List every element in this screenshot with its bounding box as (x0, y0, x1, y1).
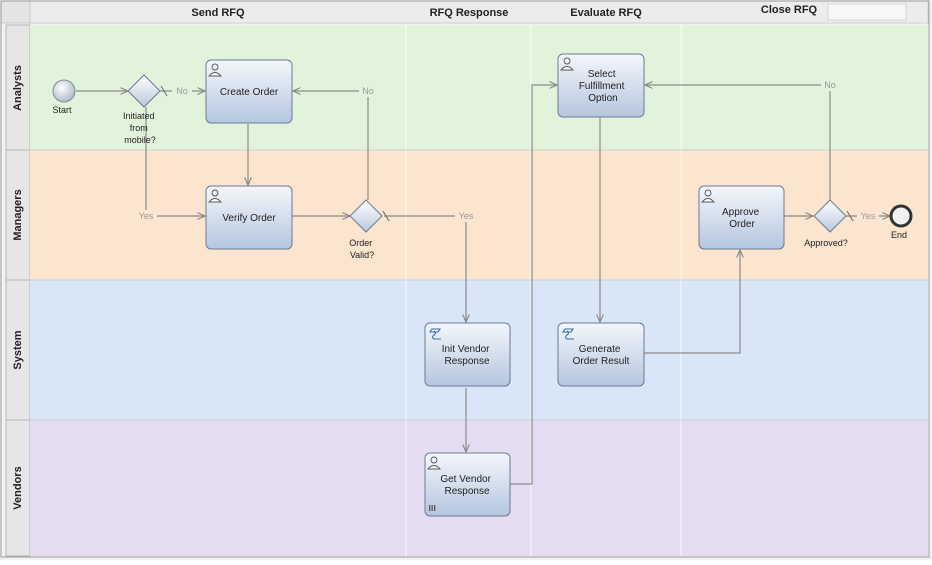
lane-label-vendors: Vendors (12, 466, 24, 509)
multi-instance-icon (429, 505, 436, 511)
end-event[interactable]: End (889, 204, 913, 240)
start-event[interactable]: Start (52, 79, 76, 115)
task-select-fulfillment-label: Select Fulfillment Option (579, 69, 627, 104)
label-approved-yes: Yes (861, 211, 876, 221)
phase-close-rfq: Close RFQ (761, 4, 818, 16)
task-verify-order-label: Verify Order (222, 213, 276, 224)
task-create-order-label: Create Order (220, 87, 279, 98)
task-verify-order[interactable]: Verify Order (205, 185, 293, 250)
gateway-valid-label: Order Valid? (349, 238, 375, 260)
end-event-label: End (891, 230, 907, 240)
phase-send-rfq: Send RFQ (191, 7, 245, 19)
flow-labels: No Yes No Yes No Yes (135, 79, 879, 222)
label-valid-no: No (362, 86, 374, 96)
header-field[interactable] (827, 3, 907, 21)
task-get-vendor-label: Get Vendor Response (440, 474, 493, 497)
lane-label-system: System (12, 330, 24, 369)
phase-evaluate-rfq: Evaluate RFQ (570, 7, 642, 19)
gateway-initiated-label: Initiated from mobile? (123, 111, 157, 145)
user-icon (208, 63, 222, 77)
script-icon (428, 328, 442, 340)
task-approve-order[interactable]: Approve Order (698, 185, 785, 250)
flow-get-to-select (510, 85, 557, 485)
flow-generate-to-approve (644, 250, 740, 354)
label-initiated-no: No (176, 86, 188, 96)
lane-label-analysts: Analysts (12, 65, 24, 111)
label-initiated-yes: Yes (139, 211, 154, 221)
gateway-initiated-from-mobile[interactable]: Initiated from mobile? (123, 74, 161, 145)
lane-label-managers: Managers (12, 189, 24, 240)
task-generate-order-result[interactable]: Generate Order Result (557, 322, 645, 387)
task-init-vendor-response[interactable]: Init Vendor Response (424, 322, 511, 387)
user-icon (701, 189, 715, 203)
task-init-vendor-label: Init Vendor Response (442, 344, 493, 367)
gateway-approved[interactable]: Approved? (804, 199, 848, 248)
task-create-order[interactable]: Create Order (205, 59, 293, 124)
gateway-order-valid[interactable]: Order Valid? (349, 199, 383, 260)
task-select-fulfillment-option[interactable]: Select Fulfillment Option (557, 53, 645, 118)
user-icon (208, 189, 222, 203)
label-valid-yes: Yes (459, 211, 474, 221)
user-icon (427, 456, 441, 470)
start-event-label: Start (52, 105, 72, 115)
label-approved-no: No (824, 80, 836, 90)
phase-header: Send RFQ RFQ Response Evaluate RFQ Close… (29, 0, 929, 24)
gateway-approved-label: Approved? (804, 238, 848, 248)
task-get-vendor-response[interactable]: Get Vendor Response (424, 452, 511, 517)
user-icon (560, 57, 574, 71)
phase-rfq-response: RFQ Response (430, 7, 509, 19)
task-generate-result-label: Generate Order Result (573, 344, 630, 367)
task-approve-order-label: Approve Order (722, 207, 762, 230)
script-icon (561, 328, 575, 340)
